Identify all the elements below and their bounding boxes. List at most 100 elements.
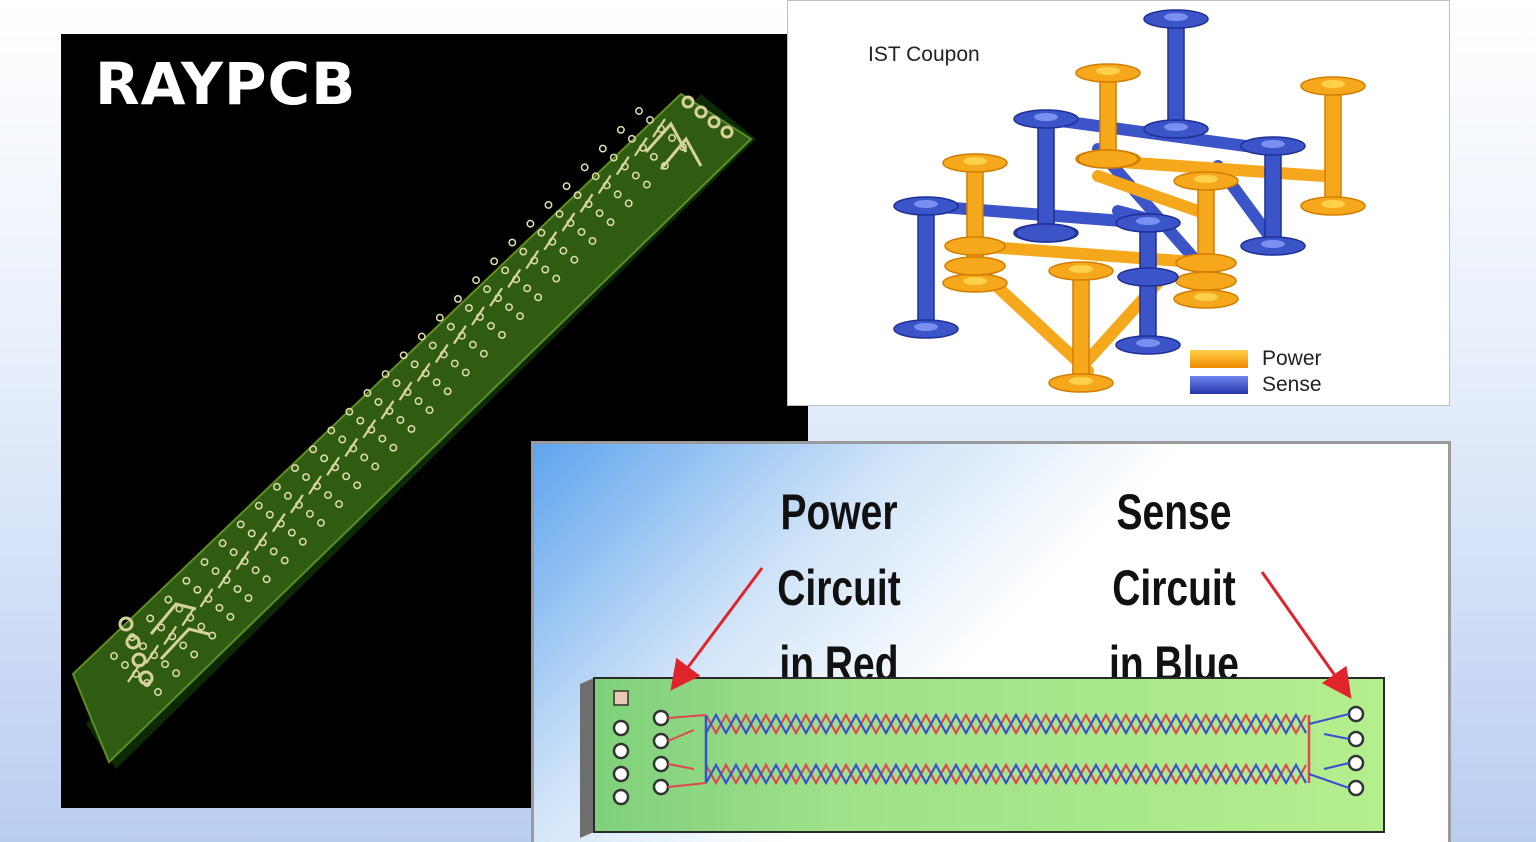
pcb-via: [378, 434, 387, 443]
pcb-via: [110, 652, 118, 660]
ist-pad-hole: [1136, 339, 1160, 347]
pcb-via: [417, 332, 426, 341]
pcb-via: [272, 482, 281, 491]
pcb-via: [161, 660, 170, 669]
pcb-trace-segment: [543, 231, 558, 251]
pcb-via: [298, 537, 307, 546]
pcb-via: [265, 510, 274, 519]
ist-via-barrel: [1167, 18, 1185, 130]
fanout-trace: [1323, 762, 1350, 770]
pcb-via: [139, 642, 148, 651]
connector-pad: [612, 765, 630, 783]
pcb-via: [450, 359, 459, 368]
pcb-via: [414, 397, 423, 406]
pcb-photo-panel: [61, 34, 808, 808]
pcb-via: [526, 219, 535, 228]
ist-coupon-panel: IST Coupon Power Sense: [787, 0, 1450, 406]
connector-pad: [1347, 705, 1365, 723]
ist-inner-pad: [944, 236, 1006, 256]
ist-pad-hole: [1096, 67, 1120, 75]
pcb-via: [461, 368, 470, 377]
sense-circuit-callout: Sense Circuit in Blue: [1069, 474, 1280, 702]
fanout-trace: [1308, 773, 1350, 789]
connector-pad: [612, 788, 630, 806]
pcb-via: [483, 285, 492, 294]
pcb-via: [501, 266, 510, 275]
power-trace-row: [705, 712, 1307, 736]
connector-pad: [652, 755, 670, 773]
pcb-via: [154, 688, 162, 696]
pcb-via: [541, 265, 550, 274]
ist-pad-hole: [1164, 13, 1188, 21]
sense-callout-line1: Sense Circuit: [1112, 484, 1236, 616]
pcb-trace-segment: [579, 193, 594, 213]
pcb-via: [523, 284, 532, 293]
pcb-coupon-illustration: [71, 92, 756, 769]
connector-pad: [1347, 754, 1365, 772]
ist-pad-hole: [963, 157, 987, 165]
pcb-trace-segment: [398, 381, 413, 401]
pcb-via: [172, 669, 181, 678]
ist-pad-hole: [914, 323, 938, 331]
pcb-via: [244, 594, 253, 602]
pcb-via: [407, 424, 416, 433]
pcb-trace-segment: [507, 268, 522, 288]
fanout-trace: [1323, 733, 1350, 740]
pcb-via: [374, 397, 383, 406]
ist-connection-trace: [1092, 170, 1204, 217]
pcb-via: [197, 622, 206, 631]
pcb-via: [410, 360, 419, 369]
connector-pad: [612, 742, 630, 760]
pcb-via: [371, 462, 380, 471]
ist-pad-hole: [1136, 217, 1160, 225]
pcb-via: [392, 379, 401, 388]
power-trace-row: [705, 762, 1307, 786]
pcb-trace-segment: [326, 456, 341, 476]
pcb-via: [309, 445, 318, 454]
pcb-via: [247, 529, 256, 538]
pcb-via: [631, 171, 640, 180]
fanout-trace: [667, 782, 707, 788]
pcb-via: [555, 210, 564, 218]
power-callout-arrow: [670, 567, 764, 691]
sense-callout-arrow: [1260, 571, 1352, 699]
ist-inner-pad: [1015, 223, 1077, 243]
pcb-via: [552, 274, 561, 283]
connector-pad: [1347, 779, 1365, 797]
circuit-layout-panel: Power Circuit in Red Sense Circuit in Bl…: [531, 441, 1451, 842]
pcb-via: [360, 453, 369, 462]
pcb-trace-segment: [217, 569, 232, 589]
pcb-via: [254, 501, 263, 510]
pcb-trace-segment: [525, 249, 540, 270]
pcb-via: [588, 237, 597, 245]
pcb-trace-segment: [308, 475, 322, 495]
pcb-via: [287, 528, 296, 537]
power-callout-line1: Power Circuit: [777, 484, 901, 616]
sense-trace-row: [705, 762, 1307, 786]
pcb-via: [537, 228, 546, 237]
pcb-via: [381, 370, 390, 379]
pcb-trace-segment: [199, 588, 214, 608]
pcb-via: [465, 303, 473, 312]
pcb-trace-segment: [290, 494, 304, 514]
pcb-via: [646, 116, 654, 124]
pcb-via: [454, 294, 462, 303]
legend-swatch-power: [1190, 350, 1248, 368]
pcb-trace-segment: [344, 437, 359, 458]
pcb-via: [446, 322, 455, 331]
pcb-via: [616, 125, 625, 134]
ist-inner-pad: [944, 256, 1006, 276]
pin1-square-pad: [613, 690, 629, 706]
pcb-via: [269, 547, 278, 556]
pcb-via: [624, 199, 633, 208]
pcb-via: [606, 218, 615, 227]
pcb-end-connector-top: [644, 95, 734, 170]
ist-inner-pad: [1117, 267, 1179, 287]
pcb-via: [356, 416, 365, 425]
ist-pad-hole: [1261, 140, 1285, 148]
fanout-trace: [1308, 713, 1350, 725]
pcb-via: [559, 246, 568, 255]
pcb-board-surface: [73, 94, 751, 762]
pcb-via: [218, 539, 227, 548]
pcb-via: [573, 191, 582, 200]
